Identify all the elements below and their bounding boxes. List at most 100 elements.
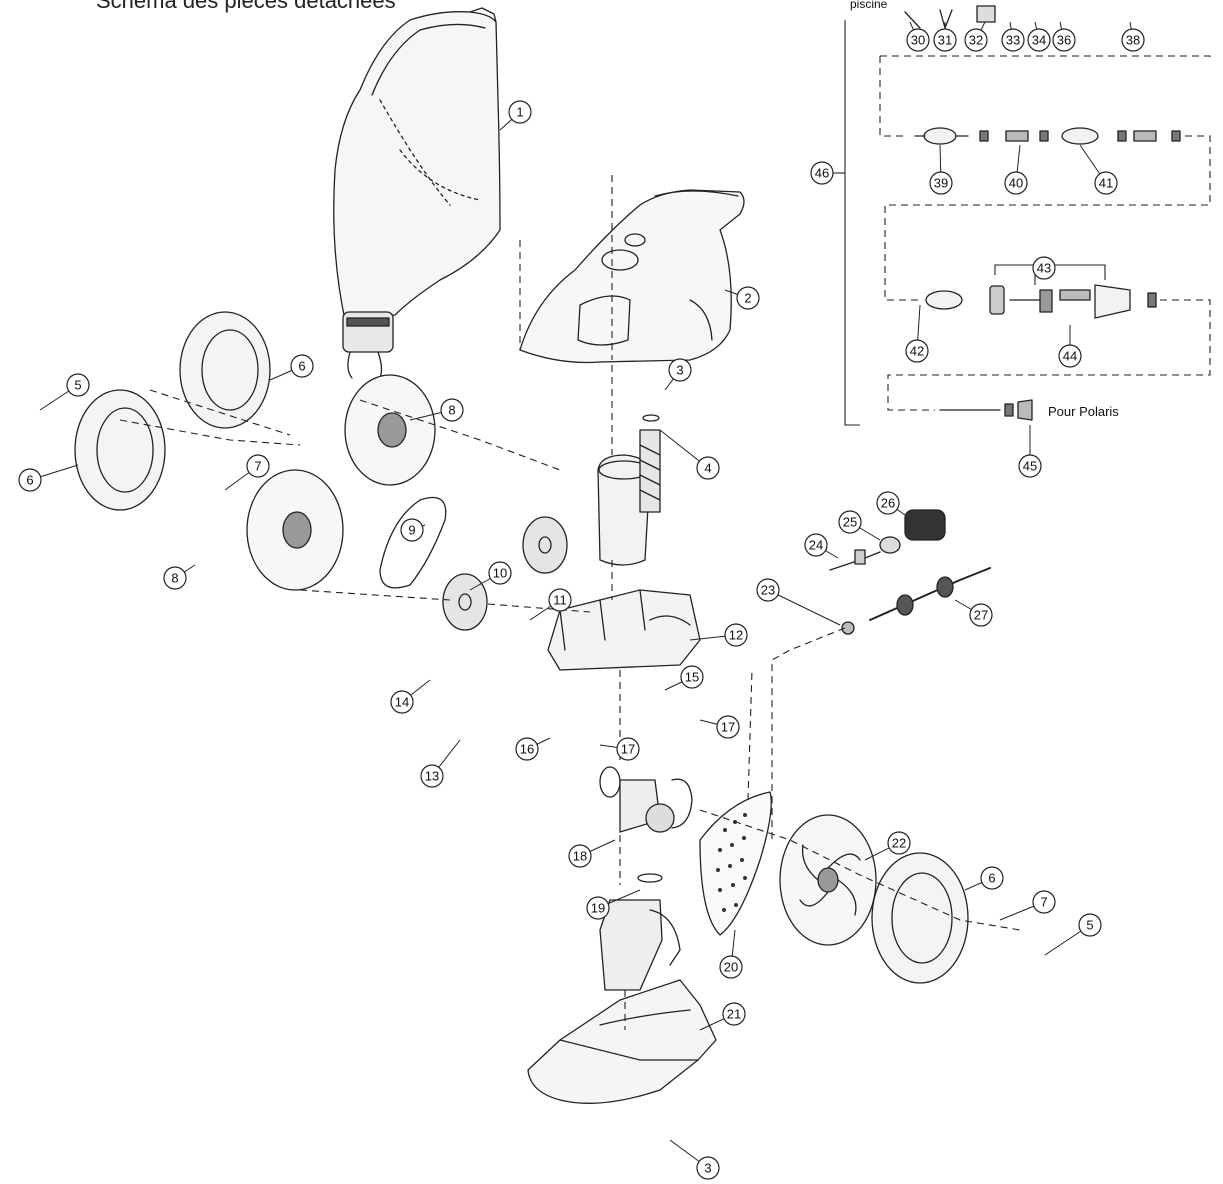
callout-c6c: 6 bbox=[964, 866, 1004, 891]
callout-circle bbox=[1004, 171, 1028, 195]
callout-circle bbox=[1121, 28, 1145, 52]
callout-c31: 31 bbox=[933, 22, 957, 52]
callout-circle bbox=[1032, 890, 1056, 914]
callout-number: 2 bbox=[744, 291, 751, 306]
callout-layer: 1233455666778891011121314151617171819202… bbox=[18, 21, 1145, 1180]
callout-c32: 32 bbox=[964, 21, 988, 52]
drive-motor bbox=[599, 766, 693, 833]
callout-circle bbox=[905, 339, 929, 363]
callout-number: 11 bbox=[553, 593, 567, 608]
callout-number: 27 bbox=[974, 608, 988, 623]
hose-parts bbox=[829, 509, 991, 635]
callout-c20: 20 bbox=[719, 929, 743, 979]
callout-number: 19 bbox=[591, 901, 605, 916]
callout-number: 8 bbox=[171, 571, 178, 586]
callout-number: 43 bbox=[1037, 261, 1051, 276]
callout-c4: 4 bbox=[659, 429, 720, 480]
callout-number: 36 bbox=[1057, 33, 1071, 48]
callout-number: 14 bbox=[395, 695, 409, 710]
callout-circle bbox=[876, 491, 900, 515]
pulley-right bbox=[522, 516, 568, 574]
wheel-right bbox=[779, 814, 877, 946]
tire-left-inner bbox=[179, 311, 271, 429]
callout-c5b: 5 bbox=[1044, 913, 1102, 956]
callout-number: 40 bbox=[1009, 176, 1023, 191]
callout-c46: 46 bbox=[810, 161, 835, 185]
callout-number: 6 bbox=[988, 871, 995, 886]
callout-c33: 33 bbox=[1001, 21, 1025, 52]
callout-number: 25 bbox=[843, 515, 857, 530]
callout-c2: 2 bbox=[724, 286, 760, 310]
callout-c6a: 6 bbox=[269, 354, 314, 381]
callout-number: 24 bbox=[809, 538, 823, 553]
base-skirt bbox=[527, 979, 717, 1104]
callout-circle bbox=[964, 28, 988, 52]
callout-circle bbox=[1001, 28, 1025, 52]
callout-circle bbox=[724, 623, 748, 647]
callout-c7a: 7 bbox=[224, 454, 270, 491]
callout-c23: 23 bbox=[756, 578, 841, 626]
callout-c11: 11 bbox=[529, 588, 572, 621]
callout-c30: 30 bbox=[906, 21, 930, 52]
callout-circle bbox=[810, 161, 834, 185]
callout-circle bbox=[1094, 171, 1118, 195]
callout-c41: 41 bbox=[1079, 144, 1118, 195]
callout-number: 34 bbox=[1032, 33, 1046, 48]
callout-circle bbox=[722, 1002, 746, 1026]
callout-number: 6 bbox=[26, 473, 33, 488]
callout-c45: 45 bbox=[1018, 425, 1042, 478]
callout-number: 15 bbox=[685, 670, 699, 685]
callout-number: 7 bbox=[254, 459, 261, 474]
callout-number: 21 bbox=[727, 1007, 741, 1022]
callout-number: 44 bbox=[1063, 349, 1077, 364]
callout-circle bbox=[163, 566, 187, 590]
callout-circle bbox=[508, 100, 532, 124]
callout-c43: 43 bbox=[1032, 256, 1056, 280]
callout-c17a: 17 bbox=[699, 715, 740, 739]
callout-circle bbox=[1058, 344, 1082, 368]
callout-circle bbox=[980, 866, 1004, 890]
callout-circle bbox=[696, 456, 720, 480]
callout-c26: 26 bbox=[876, 491, 906, 516]
callout-number: 3 bbox=[676, 363, 683, 378]
callout-number: 6 bbox=[298, 359, 305, 374]
callout-circle bbox=[719, 955, 743, 979]
callout-number: 9 bbox=[408, 523, 415, 538]
callout-number: 22 bbox=[892, 836, 906, 851]
callout-number: 10 bbox=[493, 566, 507, 581]
callout-c39: 39 bbox=[929, 144, 953, 195]
callout-circle bbox=[616, 737, 640, 761]
callout-circle bbox=[488, 561, 512, 585]
top-cover bbox=[519, 189, 745, 364]
callout-circle bbox=[736, 286, 760, 310]
callout-c21: 21 bbox=[699, 1002, 746, 1031]
callout-c27: 27 bbox=[954, 599, 993, 627]
callout-circle bbox=[933, 28, 957, 52]
callout-c18: 18 bbox=[568, 839, 616, 868]
tire-right bbox=[871, 852, 969, 984]
wheel-left-rear bbox=[344, 374, 436, 486]
callout-number: 5 bbox=[74, 378, 81, 393]
callout-circle bbox=[838, 510, 862, 534]
callout-circle bbox=[906, 28, 930, 52]
callout-c3b: 3 bbox=[669, 1139, 720, 1180]
pulley-left bbox=[442, 573, 488, 631]
callout-circle bbox=[586, 896, 610, 920]
callout-c15: 15 bbox=[664, 665, 704, 691]
callout-circle bbox=[440, 398, 464, 422]
wheel-left-front bbox=[246, 469, 344, 591]
callout-c44: 44 bbox=[1058, 325, 1082, 368]
callout-c3a: 3 bbox=[664, 358, 692, 391]
chassis bbox=[547, 589, 701, 671]
callout-number: 7 bbox=[1040, 895, 1047, 910]
callout-c17b: 17 bbox=[599, 737, 640, 761]
callout-c34: 34 bbox=[1027, 21, 1051, 52]
callout-number: 30 bbox=[911, 33, 925, 48]
callout-c1: 1 bbox=[499, 100, 532, 131]
callout-number: 18 bbox=[573, 849, 587, 864]
callout-c13: 13 bbox=[420, 739, 461, 788]
callout-c8b: 8 bbox=[163, 564, 196, 590]
callout-c42: 42 bbox=[905, 304, 929, 363]
callout-circle bbox=[716, 715, 740, 739]
